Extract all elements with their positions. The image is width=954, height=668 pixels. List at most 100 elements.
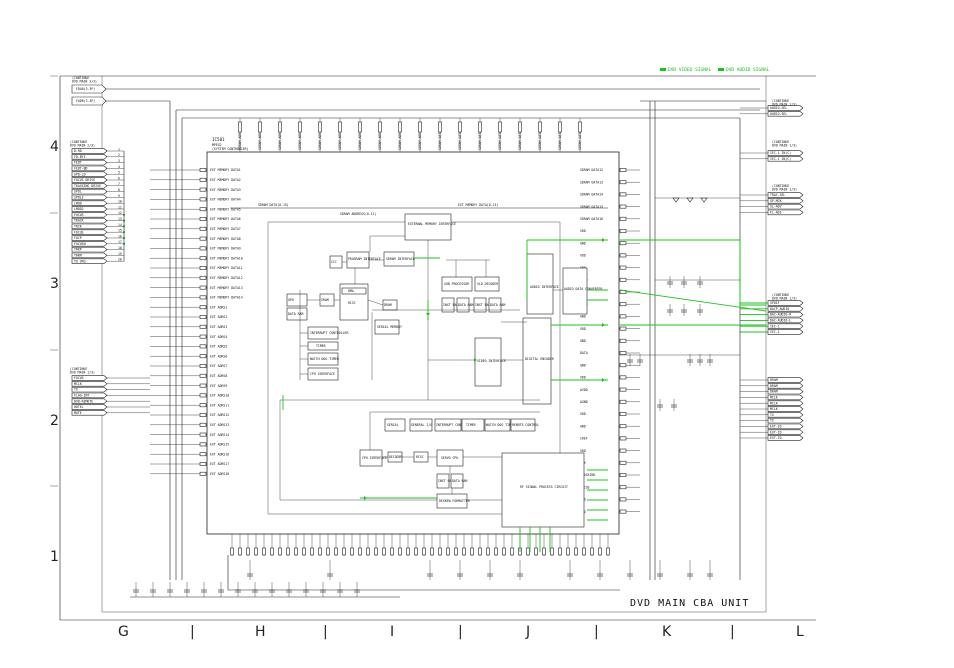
block-label: SERVO CPU	[441, 456, 458, 460]
ic-pin-label: SDRAM ADRS	[358, 131, 362, 150]
pin-number-box	[318, 547, 322, 556]
ic-pin-label: AVDD	[580, 388, 588, 392]
block-label: AUDIO INTERFACE	[530, 285, 559, 289]
ic-pin-label: EXT MEMORY DATA9	[210, 247, 241, 251]
connector-label: DVD-REMOTE	[74, 399, 93, 403]
ic-pin-label: SDRAM ADRS	[398, 131, 402, 150]
connector-box	[767, 323, 804, 329]
connector-box	[71, 159, 108, 166]
connector-box	[767, 412, 804, 418]
pin-number-box	[246, 547, 250, 556]
ic-pin-label: SDRAM DATA	[498, 131, 502, 150]
column-ruler: G | H | I | J | K | L	[118, 624, 804, 640]
pin-number-box	[619, 424, 627, 429]
legend-video-label: DVD VIDEO SIGNAL	[668, 67, 712, 73]
pin-number-box	[199, 452, 207, 457]
pin-number-box	[486, 547, 490, 556]
connector-label: D-RD	[74, 149, 82, 153]
pin-number-box	[374, 547, 378, 556]
pin-number-box	[199, 246, 207, 251]
block-label: TIMER	[316, 344, 326, 348]
data-ram-block	[456, 297, 470, 313]
pin-number-box	[199, 373, 207, 378]
connector-label: FOCUS DRIVE	[74, 178, 95, 182]
pin-number-box	[278, 547, 282, 556]
pin-number-box	[199, 207, 207, 212]
ic-pin-label: SDRAM DATA	[518, 131, 522, 150]
ic-pin-label: GND	[580, 315, 586, 319]
green-signal-paths	[282, 238, 767, 552]
connector-box	[71, 398, 108, 404]
connector-label: SPDIF	[770, 301, 780, 305]
connector-pin: 1	[118, 147, 120, 151]
ic-pin-label: GND	[580, 241, 586, 245]
ic-pin-label: EXT MEMORY DATA1	[210, 168, 241, 172]
connector-box	[71, 410, 108, 416]
column-separator: |	[730, 624, 735, 640]
pin-number-box	[566, 547, 570, 556]
connector-box	[767, 105, 804, 111]
pin-number-box	[382, 547, 386, 556]
ic-pin-label: EXT ADRS3	[210, 325, 227, 329]
connector-box	[767, 377, 804, 383]
ic-body	[206, 151, 620, 535]
bus-label: SDRAM ADDRESS(0-11)	[340, 212, 377, 216]
connector-pin: 14	[118, 223, 122, 227]
pin-number-box	[199, 471, 207, 476]
right-components	[620, 197, 740, 411]
ic-pin-label: EXT ADRS7	[210, 364, 227, 368]
ic-pin-label: VDD	[580, 376, 586, 380]
pin-number-box	[538, 121, 542, 133]
connector-label: FOCP	[74, 236, 82, 240]
ic-pin-label: SDRAM DATA14	[580, 193, 603, 197]
ic-pin-label: VDD	[580, 254, 586, 258]
row-label: 2	[50, 413, 59, 429]
connector-box	[767, 198, 804, 204]
general-io-block	[409, 418, 433, 432]
pin-number-box	[619, 180, 627, 185]
ic-pin-label: SDRAM ADRS	[318, 131, 322, 150]
connector-pin: 6	[118, 176, 120, 180]
ic-pin-label: FOCUS	[580, 485, 590, 489]
connector-box	[71, 200, 108, 206]
block-label: EXTERNAL MEMORY INTERFACE	[408, 222, 456, 226]
block-label: DRAM	[384, 303, 392, 307]
column-label: L	[796, 624, 804, 640]
block-label: INTERRUPT CONTROLLER	[310, 331, 348, 335]
connector-box	[71, 188, 108, 195]
pin-number-box	[619, 485, 627, 490]
connector-box	[71, 212, 108, 218]
connector-label: EXT-ID	[770, 425, 782, 429]
pin-number-box	[199, 275, 207, 280]
ic-pin-label: SDRAM DATA13	[580, 180, 603, 184]
block-label: TIMER	[466, 423, 476, 427]
timer-block	[461, 418, 485, 432]
ic-pin-label: TRACKING	[580, 473, 595, 477]
pin-number-box	[334, 547, 338, 556]
pin-number-box	[398, 547, 402, 556]
pin-number-box	[199, 217, 207, 221]
pin-number-box	[422, 547, 426, 556]
connector-label: IEC-1 IN(C)	[770, 151, 791, 155]
connector-box	[767, 150, 804, 156]
ic-pin-label: EXT ADRS13	[210, 423, 229, 427]
column-separator: |	[458, 624, 463, 640]
sdram-interface-block	[383, 251, 415, 267]
ic-pin-label: SDRAM DATA	[458, 131, 462, 150]
interrupt-controller-block	[434, 418, 462, 432]
connector-label: SPDL2	[74, 196, 84, 200]
block-label: DESKEW FORMATTER	[439, 499, 470, 503]
pin-number-box	[558, 547, 562, 556]
ic-pin-label: EXT ADRS14	[210, 433, 229, 437]
pin-number-box	[298, 121, 302, 133]
pin-number-box	[414, 547, 418, 556]
column-label: J	[525, 624, 530, 640]
ic-pin-label: EXT ADRS2	[210, 315, 227, 319]
ic-pin-label: VDD	[580, 327, 586, 331]
block-label: INTERRUPT CONTROLLER	[436, 423, 474, 427]
pin-number-box	[366, 547, 370, 556]
video-interface-block	[474, 337, 502, 387]
column-separator: |	[594, 624, 599, 640]
